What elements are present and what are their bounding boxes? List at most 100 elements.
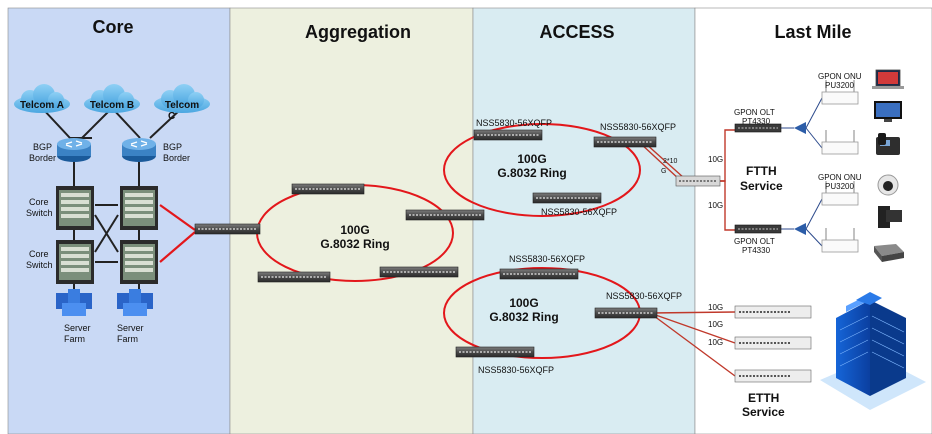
splitter-top-icon [794, 122, 806, 134]
etth-label-1: ETTH [748, 391, 779, 405]
cloud-a-label: Telcom A [20, 100, 64, 111]
onu-router-4-icon [821, 228, 859, 253]
access-label-bottom-bottom: NSS5830-56XQFP [478, 365, 554, 375]
access-label-top-right: NSS5830-56XQFP [600, 122, 676, 132]
server-farm-1-label-2: Farm [64, 334, 85, 344]
access-bottom-bottom-switch-icon [455, 346, 535, 358]
agg-ring-label-1: 100G [340, 223, 369, 237]
link-10g-ftth-bottom: 10G [708, 201, 723, 210]
onu-link-4 [805, 228, 823, 247]
etth-switch-3-icon [734, 369, 812, 383]
link-10g-etth-2: 10G [708, 320, 723, 329]
olt-top-label-2: PT4330 [742, 117, 771, 126]
agg-bottom-switch-icon [257, 271, 331, 283]
access-bottom-ring-label-2: G.8032 Ring [489, 310, 558, 324]
onu-link-3 [805, 198, 823, 230]
etth-link-1 [649, 311, 736, 314]
access-top-bottom-switch-icon [532, 192, 602, 204]
bgp-router-left-icon [57, 138, 91, 162]
access-label-bottom-right: NSS5830-56XQFP [606, 291, 682, 301]
access-label-top-left: NSS5830-56XQFP [476, 118, 552, 128]
core-switch-3-icon [56, 240, 94, 284]
core-switch-4-icon [120, 240, 158, 284]
link-2x10-label-2: G [661, 168, 666, 175]
access-heading: ACCESS [539, 22, 614, 42]
cloud-c-label: Telcom [165, 100, 199, 111]
olt-bottom-label-2: PT4330 [742, 246, 771, 255]
core-switch-2-label-2: Switch [26, 260, 53, 270]
core-uplink-1 [159, 204, 196, 231]
onu-router-1-icon [821, 80, 859, 105]
cloud-a-link [41, 107, 92, 139]
link-10g-etth-1: 10G [708, 303, 723, 312]
onu-link-1 [805, 97, 823, 129]
etth-link-3 [649, 312, 736, 377]
link-2x10-b [644, 142, 685, 179]
agg-low-switch-icon [379, 266, 459, 278]
cloud-c-suffix: C [168, 111, 175, 122]
access-bottom-right-switch-icon [594, 307, 658, 319]
link-2x10-a [639, 142, 681, 181]
bgp-right-label-2: Border [163, 153, 190, 163]
agg-mid-switch-icon [405, 209, 485, 221]
etth-label-2: Service [742, 405, 785, 419]
server-farm-2-label-1: Server [117, 323, 144, 333]
cloud-telcom-a [14, 84, 70, 113]
onu-router-2-icon [821, 130, 859, 155]
access-top-left-switch-icon [473, 129, 543, 141]
access-bottom-top-switch-icon [499, 268, 579, 280]
etth-switch-1-icon [734, 305, 812, 319]
server-farm-1-label-1: Server [64, 323, 91, 333]
link-10g-etth-3: 10G [708, 338, 723, 347]
bgp-left-label-1: BGP [33, 142, 52, 152]
aggregation-column [229, 7, 474, 434]
access-top-ring-label-2: G.8032 Ring [497, 166, 566, 180]
last-mile-heading: Last Mile [774, 22, 851, 42]
onu-bottom-label-1: GPON ONU [818, 173, 862, 182]
office-building-icon [820, 292, 926, 410]
access-top-right-switch-icon [593, 136, 657, 148]
link-10g-ftth-top: 10G [708, 155, 723, 164]
cloud-b-link-right [111, 107, 141, 139]
cloud-telcom-c [154, 84, 210, 113]
laptop-icon [872, 69, 904, 89]
link-2x10-label-1: 2*10 [663, 158, 678, 165]
onu-bottom-label-2: PU3200 [825, 182, 854, 191]
cloud-b-label: Telcom B [90, 100, 134, 111]
core-switch-1-label-1: Core [29, 197, 49, 207]
cloud-b-link-left [81, 107, 113, 139]
cloud-c-link [149, 107, 183, 139]
access-label-bottom-top: NSS5830-56XQFP [509, 254, 585, 264]
core-cross-link-2 [94, 214, 119, 253]
core-heading: Core [92, 17, 133, 37]
desktop-pc-icon [878, 206, 902, 228]
bgp-left-label-2: Border [29, 153, 56, 163]
core-switch-2-icon [120, 186, 158, 230]
agg-ring-label-2: G.8032 Ring [320, 237, 389, 251]
cloud-telcom-b [84, 84, 140, 113]
ftth-label-2: Service [740, 179, 783, 193]
core-switch-1-icon [56, 186, 94, 230]
access-label-top-bottom: NSS5830-56XQFP [541, 207, 617, 217]
olt-bottom-label-1: GPON OLT [734, 237, 775, 246]
agg-core-switch-icon [194, 223, 261, 235]
television-icon [874, 101, 902, 122]
access-bottom-ring-label-1: 100G [509, 296, 538, 310]
etth-link-2 [649, 312, 736, 344]
server-farm-2-icon [117, 289, 153, 316]
onu-top-label-2: PU3200 [825, 81, 854, 90]
link-olt-bottom [720, 180, 735, 231]
core-column [7, 7, 231, 434]
desk-phone-icon [876, 133, 900, 155]
access-ring-top [443, 123, 641, 217]
core-uplink-2 [159, 231, 196, 263]
bgp-right-label-1: BGP [163, 142, 182, 152]
aggregation-heading: Aggregation [305, 22, 411, 42]
agg-top-switch-icon [291, 183, 365, 195]
olt-top-label-1: GPON OLT [734, 108, 775, 117]
ftth-label-1: FTTH [746, 164, 777, 178]
server-farm-1-icon [56, 289, 92, 316]
splitter-bottom-icon [794, 223, 806, 235]
